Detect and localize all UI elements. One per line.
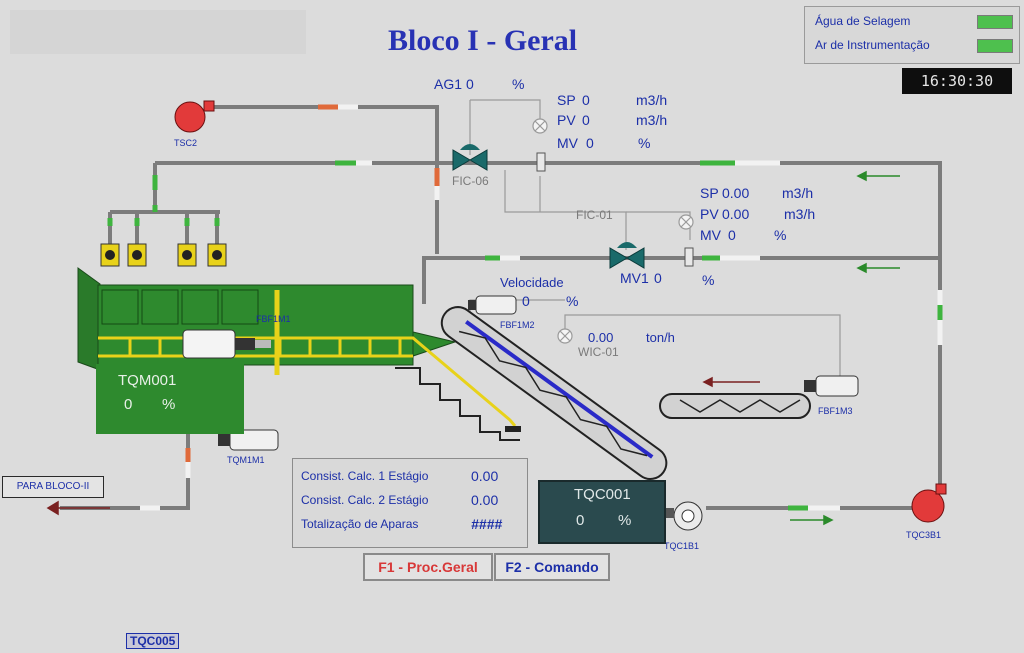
fic01-tag: FIC-01 xyxy=(576,208,613,222)
consistency-panel: Consist. Calc. 1 Estágio 0.00 Consist. C… xyxy=(292,458,528,548)
fic01-mv-unit: % xyxy=(774,227,787,243)
fic01-sp-unit: m3/h xyxy=(782,185,814,201)
fbf1m3-tag: FBF1M3 xyxy=(818,406,853,416)
consist-label-1: Consist. Calc. 1 Estágio xyxy=(301,469,429,483)
velocidade-label: Velocidade xyxy=(500,275,564,290)
mv1-value: 0 xyxy=(654,270,662,286)
consist-value-2: 0.00 xyxy=(471,492,499,508)
fic01-mv-label: MV xyxy=(700,227,721,243)
fic01-mv-value: 0 xyxy=(728,227,736,243)
tqc001-tag: TQC001 xyxy=(574,486,631,503)
ghost-panel xyxy=(10,10,306,54)
f1-proc-geral-button[interactable]: F1 - Proc.Geral xyxy=(363,553,493,581)
tqc1b1-tag: TQC1B1 xyxy=(664,541,700,551)
fic06-mv-label: MV xyxy=(557,135,578,151)
tqc001-tank[interactable]: TQC001 0 % xyxy=(538,480,666,544)
tqc001-value: 0 xyxy=(576,512,585,529)
tqc001-unit: % xyxy=(618,512,632,529)
tqc3b1-tag: TQC3B1 xyxy=(906,530,942,540)
fic06-mv-value: 0 xyxy=(586,135,594,151)
ag1-label: AG1 xyxy=(434,76,463,92)
clock-display: 16:30:30 xyxy=(902,68,1012,94)
tqc005-link[interactable]: TQC005 xyxy=(126,633,180,649)
fic06-pv-unit: m3/h xyxy=(636,112,668,128)
tqm001-unit: % xyxy=(162,396,176,413)
fbf1m2-tag: FBF1M2 xyxy=(500,320,535,330)
para-bloco-ii-link[interactable]: PARA BLOCO-II xyxy=(2,476,104,498)
consist-label-2: Consist. Calc. 2 Estágio xyxy=(301,493,429,507)
ag1-value: 0 xyxy=(466,76,474,92)
tqm001-value: 0 xyxy=(124,396,133,413)
fic06-sp-label: SP xyxy=(557,92,576,108)
fic01-pv-value: 0.00 xyxy=(722,206,750,222)
page-title: Bloco I - Geral xyxy=(388,24,578,57)
legend-swatch-water xyxy=(977,15,1013,29)
ag1-unit: % xyxy=(512,76,525,92)
wic01-unit: ton/h xyxy=(646,330,675,345)
fic06-pv-value: 0 xyxy=(582,112,590,128)
fic06-sp-value: 0 xyxy=(582,92,590,108)
legend: Água de Selagem Ar de Instrumentação xyxy=(804,6,1020,64)
fic06-mv-unit: % xyxy=(638,135,651,151)
fic01-pv-unit: m3/h xyxy=(784,206,816,222)
f2-comando-button[interactable]: F2 - Comando xyxy=(494,553,610,581)
mv1-label: MV1 xyxy=(620,270,649,286)
fic01-sp-value: 0.00 xyxy=(722,185,750,201)
velocidade-value: 0 xyxy=(522,293,530,309)
fic06-sp-unit: m3/h xyxy=(636,92,668,108)
tqm1m1-tag: TQM1M1 xyxy=(227,455,265,465)
fbf1m1-tag: FBF1M1 xyxy=(256,314,291,324)
tqm001-tag: TQM001 xyxy=(118,372,177,389)
fic01-pv-label: PV xyxy=(700,206,719,222)
tsc2-tag: TSC2 xyxy=(174,138,198,148)
legend-label-water: Água de Selagem xyxy=(815,14,911,28)
mv1-unit: % xyxy=(702,272,715,288)
fic06-tag: FIC-06 xyxy=(452,174,489,188)
legend-swatch-air xyxy=(977,39,1013,53)
tqm001-tank[interactable]: TQM001 0 % xyxy=(96,364,244,434)
wic01-value: 0.00 xyxy=(588,330,614,345)
legend-label-air: Ar de Instrumentação xyxy=(815,38,930,52)
wic01-tag: WIC-01 xyxy=(578,345,619,359)
fic01-sp-label: SP xyxy=(700,185,719,201)
consist-value-1: 0.00 xyxy=(471,468,499,484)
consist-value-3: #### xyxy=(471,516,503,532)
fic06-pv-label: PV xyxy=(557,112,576,128)
consist-label-3: Totalização de Aparas xyxy=(301,517,419,531)
velocidade-unit: % xyxy=(566,293,579,309)
